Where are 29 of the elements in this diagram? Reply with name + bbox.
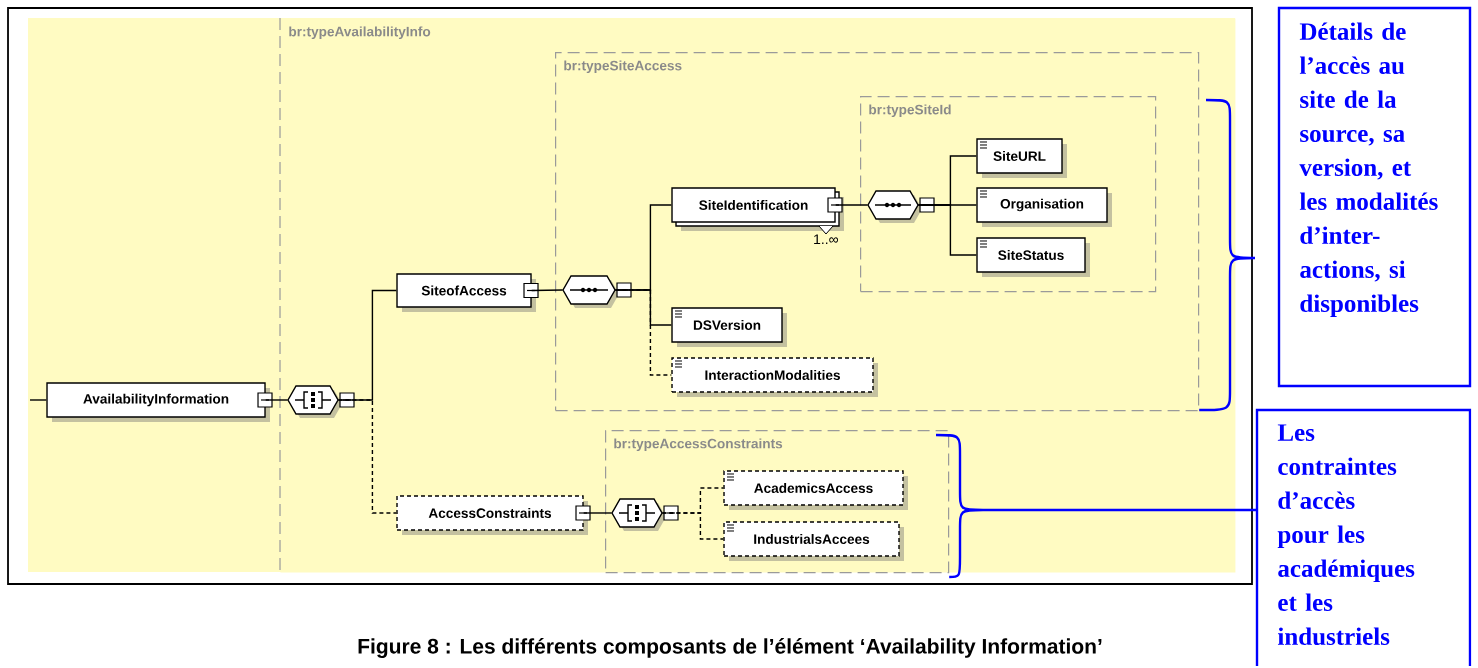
connector bbox=[531, 289, 564, 292]
element-box: DSVersion bbox=[671, 307, 787, 347]
compositor-symbol bbox=[867, 190, 935, 223]
connector bbox=[835, 204, 869, 206]
element-box: SiteIdentification 1..∞ bbox=[671, 187, 844, 245]
element-box: SiteStatus bbox=[976, 237, 1090, 277]
connector bbox=[337, 399, 397, 514]
connector bbox=[265, 399, 289, 401]
element-box: AcademicsAccess bbox=[723, 470, 908, 510]
connector bbox=[917, 204, 977, 256]
note-box: Les contraintes d’accès pour les académiques et les industriels bbox=[1255, 408, 1472, 666]
element-box: AvailabilityInformation bbox=[46, 382, 273, 422]
element-box: InteractionModalities bbox=[671, 357, 878, 397]
element-box: AccessConstraints bbox=[396, 495, 591, 535]
node-label: 1..∞ bbox=[814, 234, 839, 245]
connector bbox=[583, 512, 613, 514]
compositor-symbol bbox=[287, 385, 355, 418]
compositor-symbol bbox=[611, 498, 679, 531]
connector bbox=[661, 512, 724, 540]
element-box: SiteofAccess bbox=[396, 273, 539, 312]
connector bbox=[614, 289, 672, 376]
note-box: Détails de l’accès au site de la source, sa version, et les modalités d’inter-actions, si disponibles bbox=[1277, 6, 1472, 388]
connector bbox=[29, 399, 47, 401]
element-box: SiteURL bbox=[976, 138, 1067, 178]
brace bbox=[934, 433, 1259, 579]
element-box: IndustrialsAccees bbox=[723, 521, 904, 561]
element-box: Organisation bbox=[976, 187, 1112, 227]
compositor-symbol bbox=[562, 275, 632, 308]
caption: Figure 8 : Les différents composants de l’élément ‘Availability Information’ bbox=[358, 638, 1102, 658]
